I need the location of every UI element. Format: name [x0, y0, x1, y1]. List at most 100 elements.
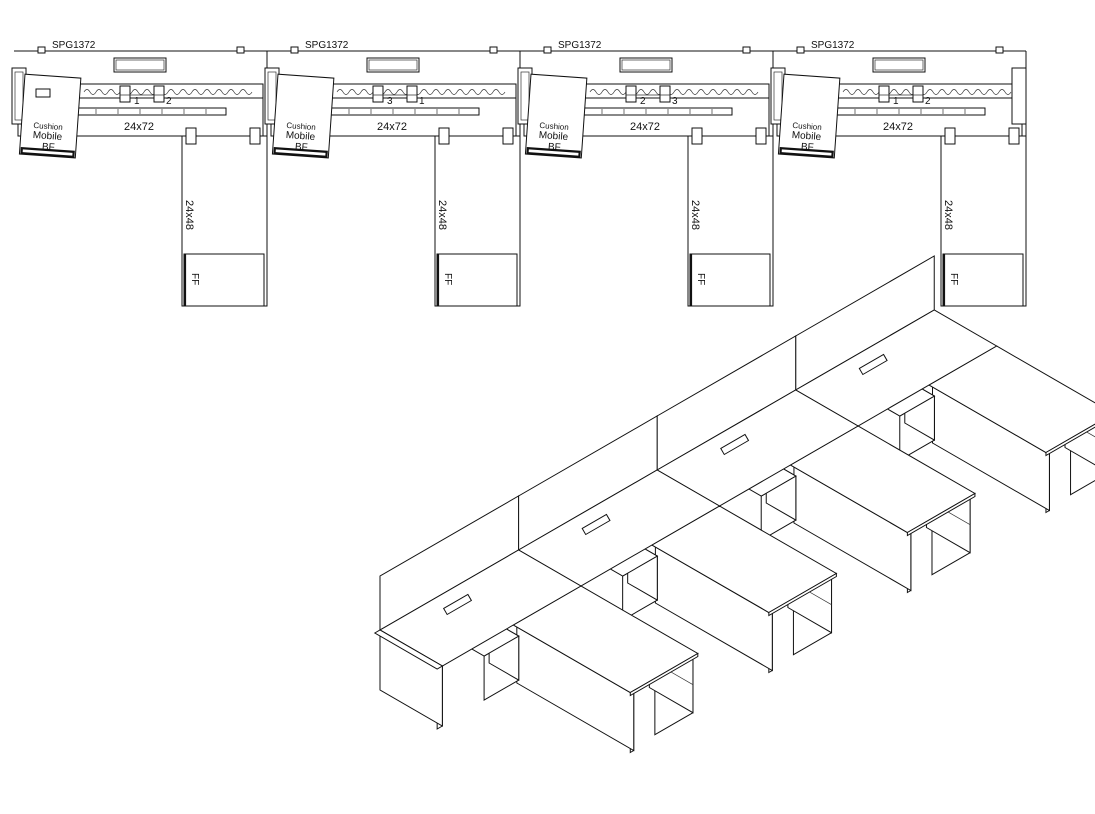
return-label: 24x48: [942, 200, 954, 230]
return-bracket: [438, 127, 450, 145]
overhead-storage: [619, 57, 673, 73]
fixed-file: [183, 253, 265, 307]
return-bracket: [1008, 127, 1020, 145]
desk-label: 24x72: [377, 121, 407, 133]
cable-wave: [589, 89, 759, 95]
overhead-storage: [366, 57, 420, 73]
mobile-label: Mobile: [285, 130, 316, 143]
return-edge: [768, 572, 837, 617]
outlet-box: [35, 88, 51, 98]
cable-wave: [842, 89, 1012, 95]
panel-label: SPG1372: [558, 40, 602, 51]
keyboard-tray: [563, 107, 733, 116]
desk-label: 24x72: [630, 121, 660, 133]
return-bracket: [755, 127, 767, 145]
power-module: [153, 85, 165, 103]
return-edge: [1045, 423, 1095, 457]
end-leg: [373, 629, 444, 730]
cable-wave: [336, 89, 506, 95]
pedestal-front: [20, 147, 75, 158]
pedestal-front: [273, 147, 328, 158]
keyboard-tray: [310, 107, 480, 116]
overhead-storage-inner: [874, 59, 924, 71]
power-module: [625, 85, 637, 103]
return-edge: [906, 492, 976, 537]
desk-label: 24x72: [124, 121, 154, 133]
return-edge: [629, 652, 699, 697]
wire-grommet: [581, 513, 611, 536]
pedestal-front: [526, 147, 581, 158]
power-label: 3: [387, 96, 393, 107]
mobile-label: Mobile: [32, 130, 63, 143]
plan-unit-1: SPG137224x7212CT48CushionMobileBF24x48FF: [11, 40, 268, 307]
plan-unit-3: SPG137224x7223CT48CushionMobileBF24x48FF: [517, 40, 774, 307]
return-bracket: [691, 127, 703, 145]
return-label: 24x48: [183, 200, 195, 230]
panel-label: SPG1372: [52, 40, 96, 51]
bf-label: BF: [548, 142, 562, 154]
power-label: 3: [672, 96, 678, 107]
cushion-label: Cushion: [539, 121, 569, 132]
plan-unit-2: SPG137224x7231CT48CushionMobileBF24x48FF: [264, 40, 521, 307]
cushion-label: Cushion: [33, 121, 63, 132]
wire-grommet: [858, 353, 888, 376]
panel-connector: [37, 46, 46, 54]
return-bracket: [944, 127, 956, 145]
fixed-file: [689, 253, 771, 307]
pedestal-front: [779, 147, 834, 158]
return-bracket: [502, 127, 514, 145]
return-label: 24x48: [436, 200, 448, 230]
wire-grommet: [442, 593, 473, 616]
power-module: [878, 85, 890, 103]
power-module: [912, 85, 924, 103]
panel-connector: [290, 46, 299, 54]
cable-wave: [83, 89, 253, 95]
power-label: 2: [925, 96, 931, 107]
end-panel-bracket: [1011, 67, 1027, 125]
desk-label: 24x72: [883, 121, 913, 133]
cushion-label: Cushion: [286, 121, 316, 132]
overhead-storage: [872, 57, 926, 73]
panel-connector: [796, 46, 805, 54]
power-module: [659, 85, 671, 103]
fixed-file: [942, 253, 1024, 307]
panel-label: SPG1372: [811, 40, 855, 51]
bf-label: BF: [295, 142, 309, 154]
panel-connector: [742, 46, 751, 54]
power-label: 2: [166, 96, 172, 107]
overhead-storage-inner: [368, 59, 418, 71]
file-label: FF: [695, 273, 706, 285]
panel-connector: [489, 46, 498, 54]
file-label: FF: [189, 273, 200, 285]
wire-grommet: [720, 433, 750, 456]
isometric-view: [373, 255, 1095, 754]
file-label: FF: [442, 273, 453, 285]
panel-connector: [995, 46, 1004, 54]
overhead-storage: [113, 57, 167, 73]
mobile-label: Mobile: [538, 130, 569, 143]
overhead-storage-inner: [621, 59, 671, 71]
outlet-badge: [35, 88, 51, 98]
panel-connector: [543, 46, 552, 54]
cushion-label: Cushion: [792, 121, 822, 132]
power-module: [372, 85, 384, 103]
file-label: FF: [948, 273, 959, 285]
power-label: 1: [893, 96, 899, 107]
panel-connector: [236, 46, 245, 54]
power-label: 1: [134, 96, 140, 107]
panel-label: SPG1372: [305, 40, 349, 51]
bf-label: BF: [42, 142, 56, 154]
keyboard-tray: [57, 107, 227, 116]
bf-label: BF: [801, 142, 815, 154]
overhead-storage-inner: [115, 59, 165, 71]
power-label: 2: [640, 96, 646, 107]
return-bracket: [249, 127, 261, 145]
end-leg-top: [373, 629, 444, 670]
power-module: [406, 85, 418, 103]
keyboard-tray: [816, 107, 986, 116]
